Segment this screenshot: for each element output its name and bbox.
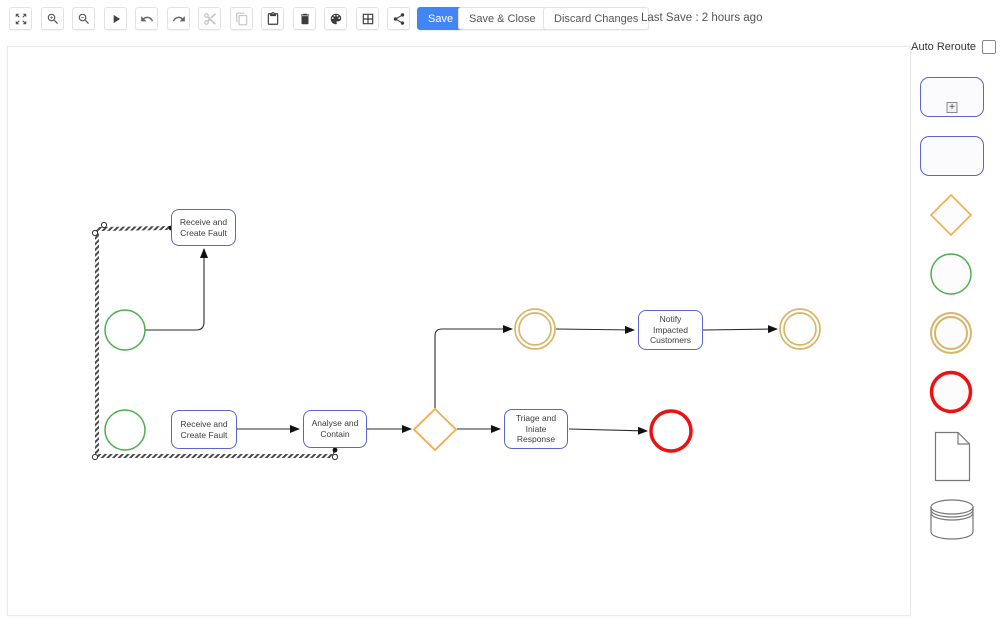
fit-view-button[interactable] [9, 7, 32, 30]
discard-changes-button[interactable]: Discard Changes [543, 7, 650, 30]
task-receive-bottom[interactable]: Receive and Create Fault [171, 410, 237, 449]
style-palette-button[interactable] [324, 7, 347, 30]
task-receive-top[interactable]: Receive and Create Fault [171, 209, 236, 246]
zoom-in-button[interactable] [41, 7, 64, 30]
end-event[interactable] [649, 409, 693, 453]
undo-icon [140, 15, 153, 21]
start-event-1[interactable] [104, 309, 146, 351]
plus-marker-icon: + [946, 102, 958, 113]
palette-icon [330, 13, 341, 24]
palette-datastore[interactable] [929, 498, 975, 541]
undo-button[interactable] [135, 7, 158, 30]
share-button[interactable] [387, 7, 410, 30]
redo-button[interactable] [167, 7, 190, 30]
fit-view-icon [15, 13, 26, 24]
palette-task[interactable] [920, 136, 984, 176]
palette-start-event[interactable] [928, 251, 974, 297]
task-label: Analyse and Contain [311, 418, 359, 439]
edge-triage-to-end[interactable] [568, 426, 648, 435]
copy-button[interactable] [230, 7, 253, 30]
task-label: Notify Impacted Customers [649, 314, 692, 346]
redo-icon [172, 15, 185, 21]
diagram-canvas[interactable]: Receive and Create Fault Receive and Cre… [7, 46, 911, 616]
edge-start1-to-receive-top[interactable] [145, 248, 208, 331]
diagram-svg [91, 221, 821, 461]
share-icon [393, 12, 404, 25]
auto-reroute-row: Auto Reroute [900, 40, 996, 54]
task-label: Receive and Create Fault [179, 216, 228, 238]
delete-button[interactable] [293, 7, 316, 30]
zoom-out-button[interactable] [72, 7, 95, 30]
gateway-diamond[interactable] [412, 407, 458, 452]
save-and-close-button[interactable]: Save & Close [458, 7, 547, 30]
edge-notify-to-intermediate2[interactable] [702, 325, 778, 334]
start-event-2[interactable] [104, 409, 146, 451]
start-event-icon [930, 253, 972, 295]
last-save-status: Last Save : 2 hours ago [641, 12, 763, 24]
intermediate-event-2[interactable] [779, 308, 821, 350]
task-triage[interactable]: Triage and Iniate Response [504, 409, 568, 449]
end-event-icon [929, 370, 973, 414]
play-icon [113, 14, 120, 23]
auto-reroute-checkbox[interactable] [982, 40, 996, 54]
grid-icon [362, 13, 373, 24]
intermediate-event-1[interactable] [514, 308, 556, 350]
edge-handle[interactable] [91, 453, 99, 461]
scissors-icon [203, 12, 216, 25]
palette-gateway[interactable] [928, 192, 974, 238]
edge-intermediate1-to-notify[interactable] [555, 325, 635, 334]
edge-handle[interactable] [91, 229, 99, 237]
edge-handle[interactable] [331, 453, 339, 461]
task-analyse[interactable]: Analyse and Contain [303, 410, 367, 448]
copy-icon [235, 12, 247, 25]
palette-task-with-marker[interactable]: + [920, 77, 984, 117]
edge-gateway-to-intermediate1[interactable] [434, 325, 513, 408]
edge-handle[interactable] [100, 221, 108, 229]
auto-reroute-label: Auto Reroute [911, 41, 976, 53]
document-icon [934, 431, 971, 482]
zoom-out-icon [78, 13, 89, 24]
intermediate-event-icon [930, 312, 972, 354]
palette-end-event[interactable] [928, 369, 974, 415]
grid-button[interactable] [356, 7, 379, 30]
edge-endpoint-dot[interactable] [332, 447, 338, 453]
datastore-icon [930, 499, 974, 540]
zoom-in-icon [47, 13, 58, 24]
gateway-shape-icon [929, 193, 973, 237]
palette-document[interactable] [934, 431, 971, 482]
task-notify[interactable]: Notify Impacted Customers [638, 310, 703, 350]
task-label: Receive and Create Fault [180, 418, 228, 440]
trash-icon [300, 13, 309, 24]
play-button[interactable] [104, 7, 127, 30]
task-label: Triage and Iniate Response [515, 413, 557, 445]
palette-intermediate-event[interactable] [928, 310, 974, 356]
paste-button[interactable] [261, 7, 284, 30]
paste-icon [267, 11, 278, 25]
cut-button[interactable] [198, 7, 221, 30]
